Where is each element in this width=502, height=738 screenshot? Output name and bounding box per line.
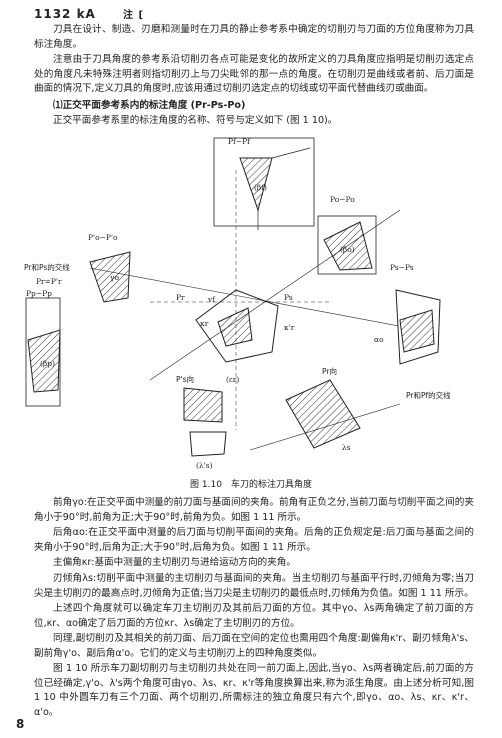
section-ps-view: Ps−Ps αo Pr和Pf的交线 [374,263,451,400]
label-po-ps: P'o−P'o [88,233,118,242]
section-title: ⑴正交平面参考系内的标注角度 (Pr-Ps-Po) [53,100,246,111]
section-subtitle: 正交平面参考系里的标注角度的名称、符号与定义如下 (图 1 10)。 [53,115,338,126]
label-ps-ps: Ps−Ps [390,263,414,272]
label-pp-pp: Pp−Pp [26,289,52,298]
label-pr-eq: Pr=P'r [36,277,62,286]
paragraph-minor-edge: 同理,副切削刃及其相关的前刀面、后刀面在空间的定位也需用四个角度:副偏角κ'r、… [34,633,474,659]
label-beta-f: (βf) [254,183,267,192]
label-po-po: Po−Po [330,195,355,204]
tool-angle-figure: Pf−Pf (βf) (εr) κr κ'r Pr Ps vf Pp−Pp (β… [24,137,451,470]
page-number: 8 [16,717,25,731]
projection-ps-direction: P's向 (λ's) [176,374,227,470]
label-beta-p: (βp) [40,359,55,368]
label-vf: vf [207,295,216,304]
definition-rake-angle: 前角γo:在正交平面中测量的前刀面与基面间的夹角。前角有正负之分,当前刀面与切削… [34,497,474,523]
section-pp-view: Pp−Pp (βp) Pr和Ps的交线 Pr=P'r [24,262,70,407]
label-gamma-o: γo [110,273,119,282]
definition-inclination-angle: 刃倾角λs:切削平面中测量的主切削刃与基面间的夹角。当主切削刃与基面平行时,刃倾… [34,573,474,599]
label-pr-ps: Pr和Ps的交线 [24,262,70,272]
label-pf-pf: Pf−Pf [228,137,251,146]
projection-pr-direction: Pr向 λs [249,366,401,452]
paragraph-four-angles: 上述四个角度就可以确定车刀主切削刃及其前后刀面的方位。其中γo、λs两角确定了前… [34,603,474,629]
label-lambda-s: λs [342,443,351,452]
header-note: 注 [ [123,10,145,21]
label-epsilon: (εr) [226,375,239,384]
definition-clearance-angle: 后角αo:在正交平面中测量的后刀面与切削平面间的夹角。后角的正负规定是:后刀面与… [34,527,474,553]
label-pr: Pr [176,293,185,302]
label-ps-dir: P's向 [176,374,194,384]
header-title: 1132 kA [34,7,96,21]
label-lambda: (λ's) [196,461,213,470]
definition-cutting-edge-angle: 主偏角κr:基面中测量的主切削刃与进给运动方向的夹角。 [53,557,296,568]
label-alpha-o: αo [374,335,384,344]
tool-top-view: (εr) κr κ'r Pr Ps vf [89,170,421,430]
label-kappa-p: κ'r [284,323,295,332]
label-kappa: κr [200,319,209,328]
section-po-prime-view: P'o−P'o γo [88,233,131,303]
section-po-view: Po−Po (βo) [317,195,377,275]
label-pr-pf: Pr和Pf的交线 [406,390,451,400]
section-pf-view: Pf−Pf (βf) [213,137,315,230]
figure-caption: 图 1.10 车刀的标注刀具角度 [190,480,312,490]
label-beta-o: (βo) [340,245,355,254]
label-pr-dir: Pr向 [322,366,337,376]
intro-paragraph-2: 注意由于刀具角度的参考系沿切削刃各点可能是变化的故所定义的刀具角度应指明是切削刃… [34,54,474,95]
chapter-header: 1132 kA 注 [ [34,6,144,21]
label-ps: Ps [284,293,293,302]
intro-paragraph-1: 刀具在设计、制造、刃磨和测量时在刀具的静止参考系中确定的切削刃与刀面的方位角度称… [34,24,474,50]
paragraph-derived-angles: 图 1 10 所示车刀副切削刃与主切削刃共处在同一前刀面上,因此,当γo、λs两… [34,663,474,718]
